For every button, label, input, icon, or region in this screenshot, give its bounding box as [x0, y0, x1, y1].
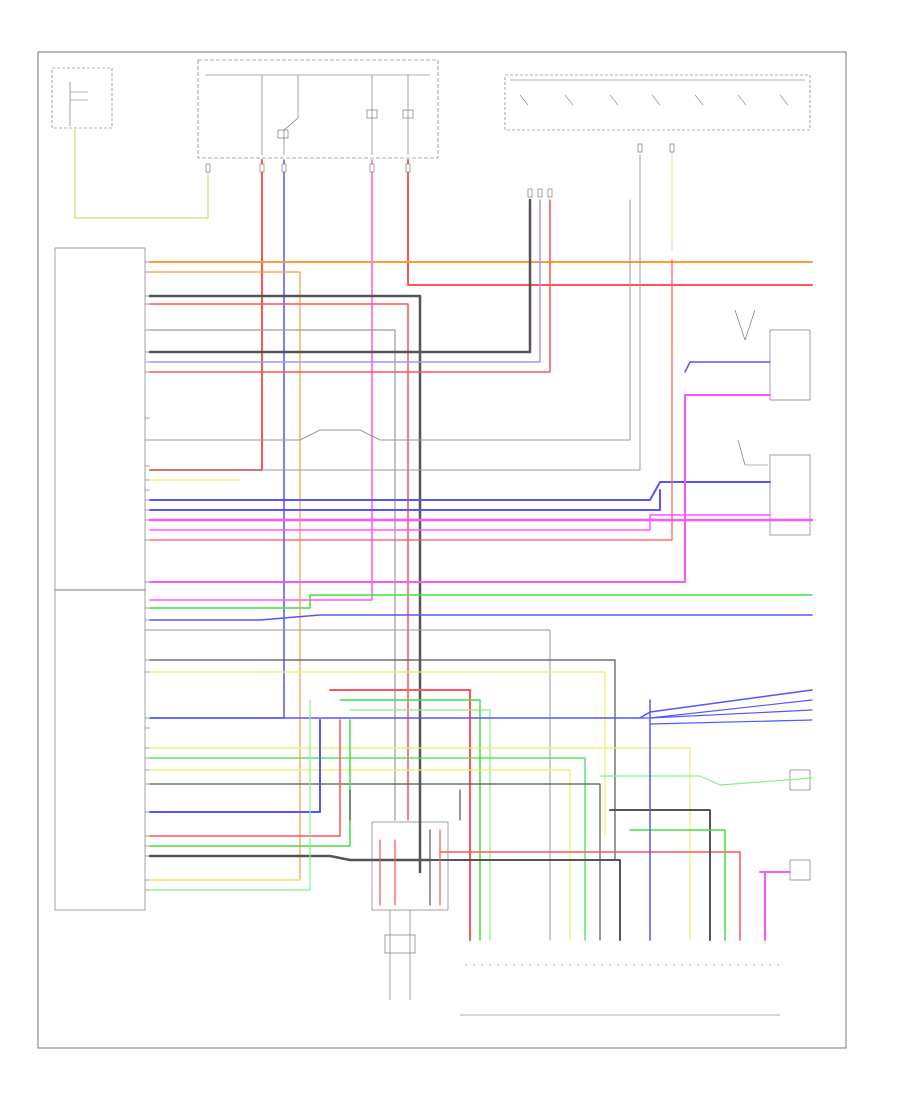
- terminal-5: [527, 188, 533, 198]
- switch-panel: [504, 74, 811, 131]
- wire-red-12: [149, 199, 551, 373]
- terminal-3: [369, 163, 375, 173]
- terminal-2: [281, 163, 287, 173]
- wire-yellow-38: [149, 769, 571, 941]
- wire-black-7: [148, 294, 422, 874]
- wire-green-30: [339, 699, 481, 941]
- wire-pink-20: [149, 514, 771, 531]
- wire-violet-11: [149, 199, 541, 363]
- diagram-border: [37, 51, 847, 1049]
- wire-pink-3: [149, 159, 373, 601]
- terminal-7: [547, 188, 553, 198]
- wire-pink-22: [149, 394, 771, 583]
- terminal-9: [669, 143, 675, 153]
- wire-red-48: [439, 851, 741, 941]
- wire-green-37: [149, 757, 586, 941]
- wire-gray-9: [149, 329, 396, 821]
- wire-yellow-36: [149, 747, 691, 941]
- wire-black-40: [149, 783, 601, 941]
- terminal-0: [205, 163, 211, 173]
- wire-red-21: [149, 259, 673, 541]
- wire-gray-14: [149, 154, 641, 471]
- amplifier-block: [371, 821, 780, 1016]
- wire-blue-25: [149, 614, 813, 621]
- wire-black-44: [148, 854, 432, 862]
- wire-lightgreen-31: [349, 709, 491, 941]
- audio-unit: [54, 247, 146, 911]
- audio-unit-pins: [145, 261, 150, 891]
- wire-orange-6: [149, 271, 301, 881]
- wire-red-42: [149, 719, 341, 837]
- wire-red-1: [149, 159, 263, 471]
- wire-group: [74, 129, 814, 941]
- wire-khaki-0: [74, 129, 209, 219]
- wire-black-10: [148, 198, 532, 354]
- wire-lightgreen-39: [599, 775, 813, 786]
- antenna-module: [51, 67, 113, 129]
- wire-blue-35: [649, 719, 813, 725]
- wire-blue-18: [149, 489, 661, 511]
- terminal-4: [405, 163, 411, 173]
- wire-blue-2: [149, 159, 285, 719]
- wire-red-8: [149, 303, 409, 821]
- wire-gray-26: [149, 629, 551, 941]
- wire-red-4: [407, 159, 813, 286]
- wire-red-29: [329, 689, 471, 941]
- wire-blue-23: [684, 361, 771, 373]
- right-speakers: [734, 309, 811, 881]
- wire-blue-34: [649, 709, 813, 719]
- wire-green-52: [629, 829, 726, 941]
- wire-black-51: [609, 809, 711, 941]
- central-junction-box: [197, 59, 439, 159]
- terminal-8: [637, 143, 643, 153]
- wire-black-47: [429, 859, 621, 941]
- wire-blue-17: [149, 481, 771, 501]
- terminal-1: [259, 163, 265, 173]
- wire-gray-13: [149, 199, 631, 441]
- wire-lightgreen-46: [149, 699, 311, 891]
- terminal-6: [537, 188, 543, 198]
- wire-green-24: [149, 594, 813, 609]
- wire-blue-32: [149, 689, 813, 719]
- wire-blue-33: [639, 699, 813, 719]
- wire-blue-41: [149, 719, 321, 813]
- wire-black-27: [149, 659, 616, 861]
- wire-green-43: [149, 719, 351, 847]
- wire-yellow-28: [149, 671, 606, 836]
